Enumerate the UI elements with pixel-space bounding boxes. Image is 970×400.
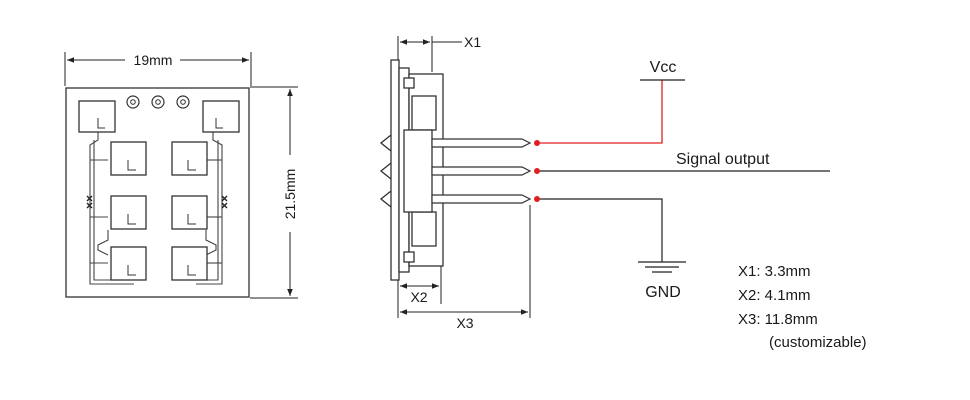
ground-symbol	[638, 261, 686, 273]
height-label: 21.5mm	[282, 169, 298, 220]
signal-output-label: Signal output	[676, 151, 770, 168]
housing-notch-top	[403, 77, 415, 89]
housing-rib-bottom	[411, 211, 437, 247]
mounting-holes	[126, 95, 190, 109]
dimension-notes: X1: 3.3mm X2: 4.1mm X3: 11.8mm (customiz…	[738, 263, 867, 351]
note-customizable: (customizable)	[769, 334, 867, 351]
gnd-wire	[537, 198, 663, 262]
patch-tx-right	[202, 100, 240, 133]
width-label: 19mm	[134, 52, 173, 68]
pcb-edge	[390, 59, 400, 281]
pin-signal	[431, 166, 532, 176]
vcc-label: Vcc	[650, 59, 677, 76]
vcc-wire	[537, 80, 663, 144]
pin-vcc	[431, 138, 532, 148]
patch-2	[171, 141, 208, 176]
gnd-label: GND	[645, 284, 681, 301]
patch-feed-stubs	[97, 118, 223, 276]
x2-label: X2	[410, 289, 427, 305]
side-view: X1 X2 X3	[379, 34, 532, 331]
dot-signal	[534, 168, 540, 174]
pins	[431, 138, 532, 204]
front-view: 19mm 21.5mm	[64, 52, 298, 299]
pin-header	[403, 129, 433, 213]
x3-label: X3	[456, 315, 473, 331]
note-x3: X3: 11.8mm	[738, 311, 818, 328]
patch-4	[171, 195, 208, 230]
note-x1: X1: 3.3mm	[738, 263, 811, 280]
patch-tx-left	[78, 100, 116, 133]
x1-label: X1	[464, 34, 481, 50]
dot-gnd	[534, 196, 540, 202]
antenna-feed-traces	[89, 130, 223, 285]
pin-connection-dots	[534, 140, 540, 202]
dot-vcc	[534, 140, 540, 146]
wiring: Vcc Signal output GND	[534, 59, 830, 301]
housing-rib-top	[411, 95, 437, 131]
housing-notch-bottom	[403, 251, 415, 263]
note-x2: X2: 4.1mm	[738, 287, 811, 304]
trace-cross-marks	[86, 195, 228, 209]
connector-teeth	[379, 134, 392, 208]
pin-gnd	[431, 194, 532, 204]
